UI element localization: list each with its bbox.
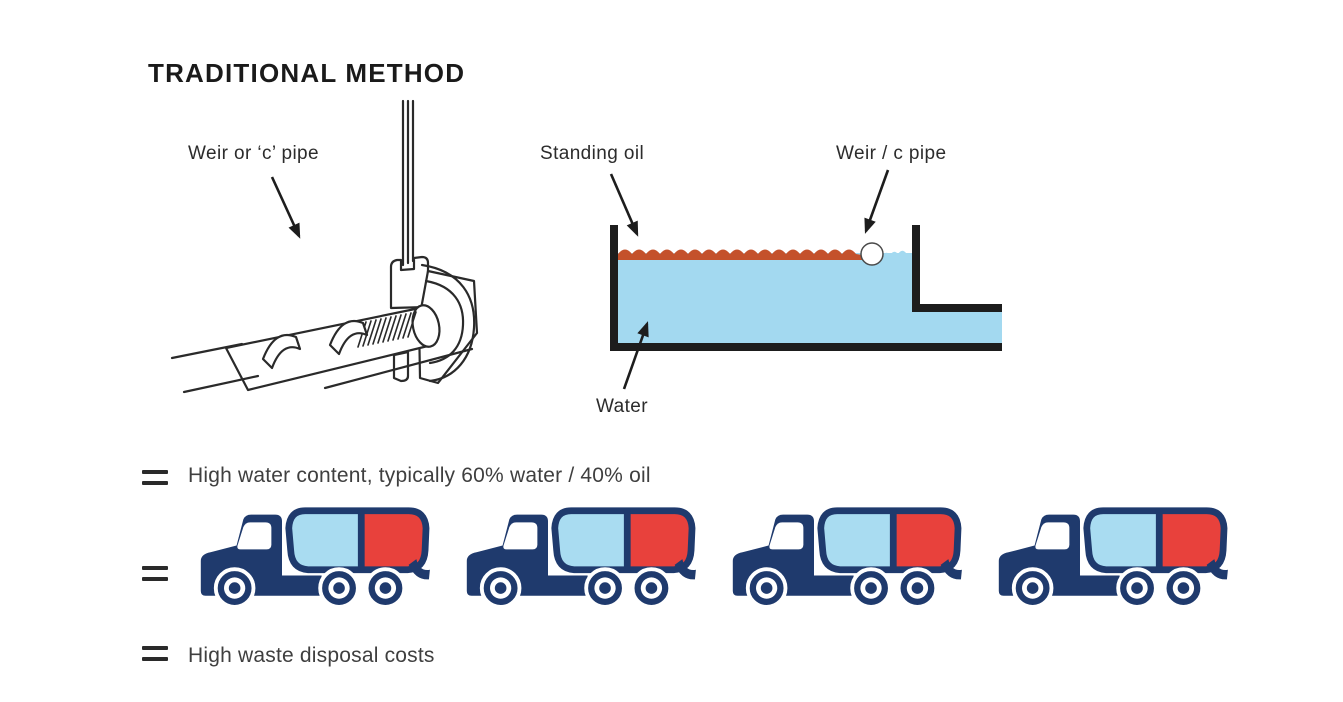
statement-water-content: High water content, typically 60% water … (188, 464, 651, 487)
equals-sign-disposal (142, 646, 168, 661)
weir-pipe-opening (860, 242, 884, 266)
tank-inner-wall (912, 225, 920, 312)
tanker-truck (988, 503, 1230, 619)
equals-bar (142, 657, 168, 661)
tank-inner-wall-ledge (912, 304, 1002, 312)
water-body (618, 253, 912, 343)
equals-bar (142, 481, 168, 485)
equals-sign-trucks (142, 566, 168, 581)
equals-bar (142, 577, 168, 581)
label-water: Water (596, 396, 648, 417)
standing-oil-layer (618, 249, 862, 260)
trucks-container (190, 503, 1230, 619)
tanker-truck (190, 503, 432, 619)
tanker-truck (456, 503, 698, 619)
equals-bar (142, 646, 168, 650)
weir-pipe-line-drawing (170, 99, 479, 394)
equals-bar (142, 566, 168, 570)
label-standing-oil: Standing oil (540, 143, 645, 164)
page-title: TRADITIONAL METHOD (148, 58, 466, 88)
water-outflow-channel (912, 312, 1002, 343)
label-weir-or-c-pipe: Weir or ‘c’ pipe (188, 143, 319, 164)
equals-sign-water-content (142, 470, 168, 485)
tanker-truck (722, 503, 964, 619)
separator-tank-diagram (610, 225, 1002, 351)
label-weir-c-pipe: Weir / c pipe (836, 143, 947, 164)
statement-disposal: High waste disposal costs (188, 644, 435, 667)
tank-bottom-wall (610, 343, 1002, 351)
water-surface-waves (882, 250, 912, 261)
tank-left-wall (610, 225, 618, 351)
equals-bar (142, 470, 168, 474)
